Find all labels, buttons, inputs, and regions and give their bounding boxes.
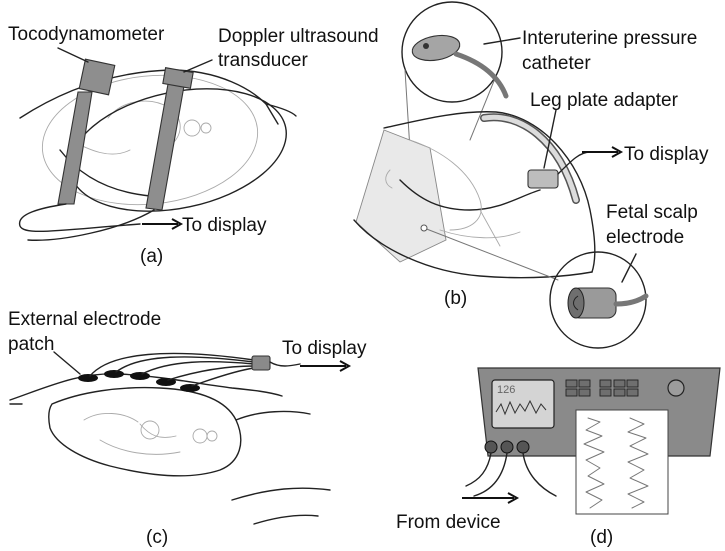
scalp-electrode-site [420, 224, 428, 232]
input-sockets [484, 440, 530, 454]
label-to-display-c: To display [282, 338, 367, 359]
monitor-value: 126 [497, 384, 515, 396]
electrode-patches [78, 370, 200, 392]
label-doppler-line1: Doppler ultrasound [218, 26, 379, 47]
power-knob [667, 379, 685, 397]
doppler-belt [145, 67, 194, 211]
device-cables [465, 452, 557, 497]
label-iup-line1: Interuterine pressure [522, 28, 697, 49]
callout-lines-top [404, 69, 497, 151]
label-from-device: From device [396, 512, 501, 533]
leg-plate-adapter [527, 169, 559, 189]
scalp-electrode-callout [549, 251, 649, 349]
label-scalp-line1: Fetal scalp [606, 202, 698, 223]
leader-catheter [483, 37, 521, 45]
to-display-arrow-c [300, 360, 352, 372]
label-scalp-line2: electrode [606, 227, 684, 248]
label-leg-plate: Leg plate adapter [530, 90, 679, 111]
leader-leg-plate [543, 109, 557, 169]
label-iup-line2: catheter [522, 53, 591, 74]
panel-d: 126 From device [396, 367, 721, 548]
panel-c: External electrode patch To display (c) [8, 309, 367, 548]
label-to-display-b: To display [624, 144, 709, 165]
label-to-display-a: To display [182, 215, 267, 236]
to-display-arrow-a [142, 218, 184, 230]
cables-a [19, 203, 155, 241]
caption-d: (d) [590, 527, 613, 548]
leader-external-electrode [53, 351, 81, 375]
electrode-connector [251, 355, 271, 371]
abdomen-c [9, 373, 331, 525]
label-ext-line2: patch [8, 334, 54, 355]
from-device-arrow [462, 492, 520, 504]
label-ext-line1: External electrode [8, 309, 161, 330]
catheter-callout-circle [401, 1, 509, 103]
connector-cable [269, 361, 301, 367]
leader-tocodynamometer [57, 47, 89, 63]
caption-a: (a) [140, 246, 163, 267]
leader-scalp-electrode [621, 253, 637, 283]
leader-doppler [183, 59, 213, 73]
caption-b: (b) [444, 288, 467, 309]
to-display-arrow-b [582, 146, 624, 158]
label-doppler-line2: transducer [218, 50, 308, 71]
panel-b: Interuterine pressure catheter Leg plate… [353, 1, 709, 349]
tocodynamometer-belt [57, 58, 116, 205]
leg-plate-strap [480, 113, 580, 204]
strip-chart-paper [575, 409, 669, 515]
monitor-screen [491, 379, 555, 429]
callout-line-scalp [423, 227, 559, 281]
caption-c: (c) [146, 527, 168, 548]
panel-a: Tocodynamometer Doppler ultrasound trans… [8, 24, 379, 267]
electrode-wires [89, 352, 255, 387]
monitor-trace [495, 399, 547, 416]
pelvis-view [353, 111, 596, 279]
label-tocodynamometer: Tocodynamometer [8, 24, 165, 45]
control-button-groups [565, 379, 639, 397]
